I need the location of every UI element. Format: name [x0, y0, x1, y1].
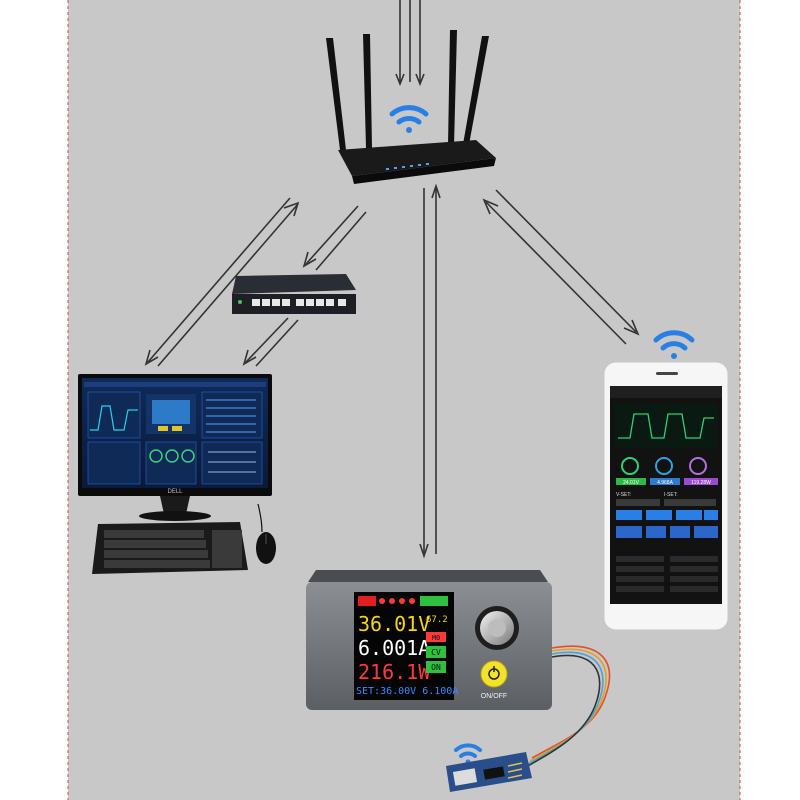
- arrow-router-pc: [144, 197, 300, 367]
- psu-voltage: 36.01V: [358, 612, 430, 636]
- arrow-router-phone: [482, 189, 640, 345]
- network-switch: [232, 274, 356, 314]
- arrow-switch-pc: [242, 317, 299, 367]
- psu-knob[interactable]: [475, 606, 519, 650]
- psu-on-badge: [426, 661, 446, 673]
- mouse: [256, 503, 276, 564]
- psu-mode-badge: [426, 632, 446, 642]
- phone-vset-label: V-SET:: [616, 492, 631, 498]
- keyboard: [92, 522, 248, 574]
- wifi-module: [446, 743, 532, 792]
- psu-cv-badge: [426, 646, 446, 658]
- arrow-internet-router: [395, 0, 425, 87]
- phone-current-reading: 4.968A: [657, 480, 674, 486]
- phone-voltage-reading: 24.01V: [623, 480, 640, 486]
- smartphone: 24.01V 4.968A 119.28W V-SET: I-SET:: [603, 330, 729, 631]
- psu-power: 216.1W: [358, 660, 431, 684]
- phone-control-buttons[interactable]: [616, 526, 718, 538]
- router-antenna: [363, 34, 372, 148]
- router-body: [338, 140, 496, 176]
- phone-iset-label: I-SET:: [664, 492, 678, 498]
- phone-gauges: [621, 457, 707, 475]
- phone-set-buttons[interactable]: [616, 510, 718, 520]
- wifi-icon: [389, 105, 429, 133]
- router-antenna: [462, 36, 489, 150]
- router-front: [352, 158, 496, 184]
- phone-data-rows: [616, 556, 718, 592]
- phone-power-reading: 119.28W: [691, 480, 711, 486]
- psu-on-label: ON: [431, 663, 441, 672]
- psu-power-button[interactable]: [480, 660, 508, 688]
- arrow-router-switch: [302, 205, 367, 271]
- psu-cv-label: CV: [431, 648, 441, 657]
- router-antenna: [326, 38, 346, 150]
- arrow-router-psu: [419, 183, 441, 559]
- psu-current: 6.001A: [358, 636, 430, 660]
- desktop-monitor: DELL: [78, 374, 272, 521]
- psu-mode-label: M0: [432, 634, 440, 642]
- router-antenna: [448, 30, 457, 146]
- psu-power-button-label: ON/OFF: [481, 693, 507, 700]
- psu-temperature: 67.2: [426, 615, 448, 625]
- psu-set-line: SET:36.00V 6.100A: [356, 686, 458, 697]
- wifi-icon: [653, 330, 695, 359]
- module-cable: [525, 645, 611, 768]
- monitor-brand: DELL: [167, 489, 183, 495]
- power-supply-module: 36.01V 6.001A 216.1W 67.2 M0 CV ON SET:3…: [306, 570, 552, 710]
- wifi-router: [326, 30, 496, 184]
